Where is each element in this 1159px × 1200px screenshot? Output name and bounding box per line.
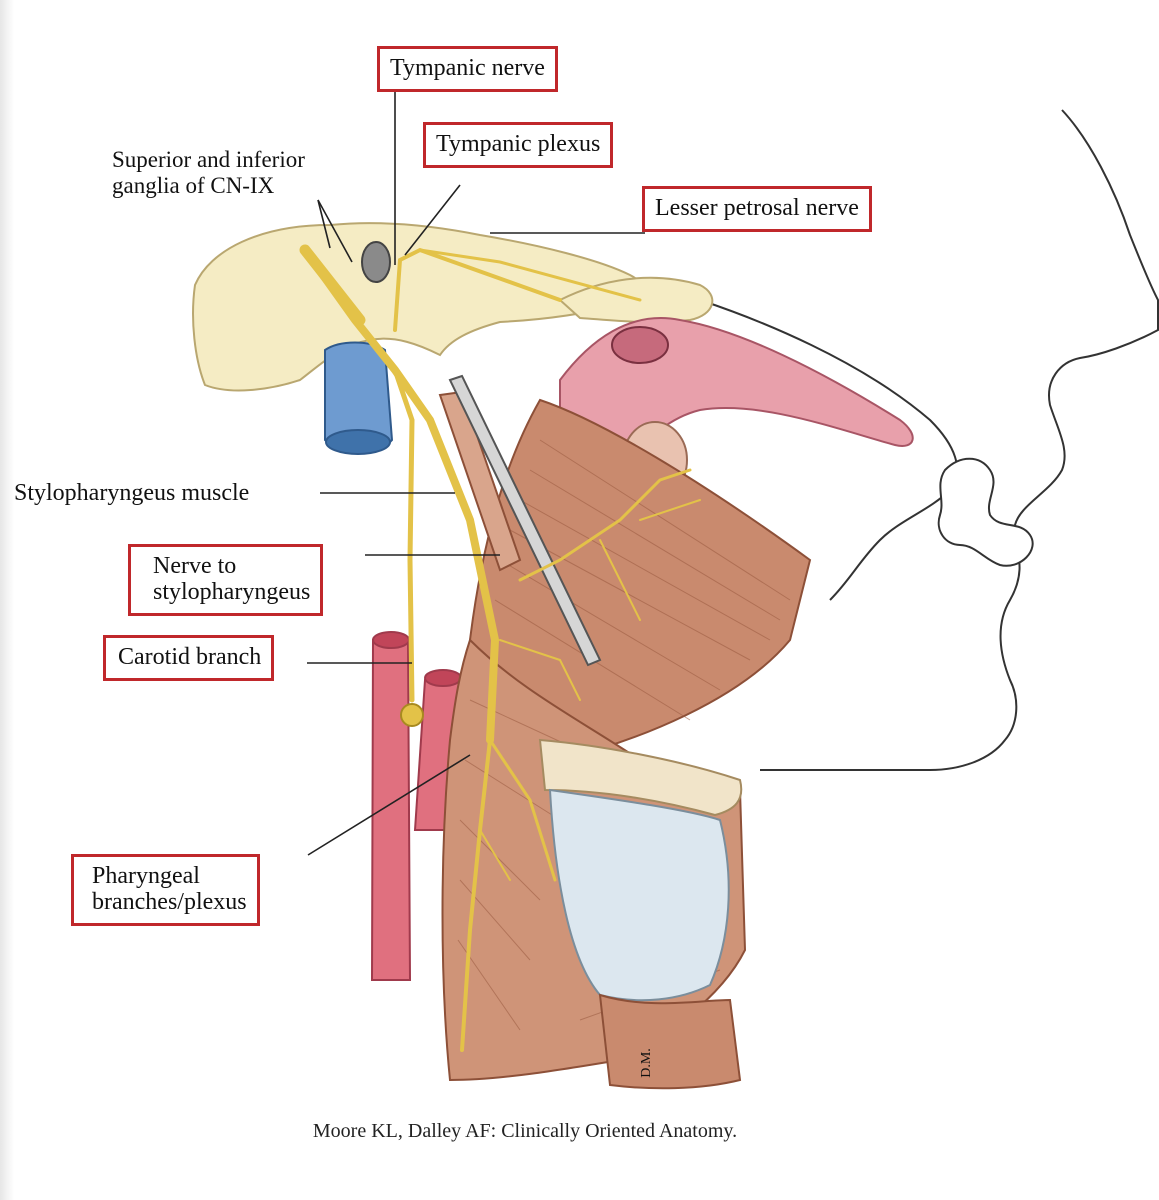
pharyngeal-branches-label: Pharyngeal branches/plexus: [71, 854, 260, 926]
carotid-branch-label: Carotid branch: [103, 635, 275, 681]
leader-lines: [307, 90, 645, 856]
ganglia-label: Superior and inferior ganglia of CN-IX: [112, 147, 305, 199]
lesser-petrosal-nerve-text: Lesser petrosal nerve: [655, 195, 859, 221]
face-profile-outline: [760, 109, 1159, 771]
artist-signature: D.M.: [634, 1048, 660, 1078]
tube-opening: [611, 326, 669, 364]
nerve-to-stylopharyngeus-label: Nerve to stylopharyngeus: [128, 544, 324, 616]
internal-carotid-artery: [370, 639, 412, 981]
glossopharyngeal-nerve: [299, 244, 701, 1052]
tympanic-nerve-label: Tympanic nerve: [377, 46, 558, 92]
lower-pharynx: [598, 993, 742, 1090]
nerve-to-line2: stylopharyngeus: [153, 579, 311, 605]
internal-carotid-lumen: [372, 631, 410, 649]
jugular-foramen: [361, 241, 391, 283]
external-carotid-lumen: [424, 669, 462, 687]
carotid-sinus-ganglion: [400, 703, 424, 727]
figure-credit: Moore KL, Dalley AF: Clinically Oriented…: [312, 1120, 738, 1142]
ganglia-label-line1: Superior and inferior: [112, 147, 305, 172]
nerve-to-line1: Nerve to: [153, 553, 237, 579]
jugular-vein-lumen: [325, 429, 391, 455]
pharyngeal-line1: Pharyngeal: [92, 863, 200, 889]
tympanic-plexus-label: Tympanic plexus: [423, 122, 614, 168]
lesser-petrosal-nerve-label: Lesser petrosal nerve: [642, 186, 872, 232]
temporal-bone: [192, 222, 642, 392]
page-edge-shade: [0, 0, 14, 1200]
ganglia-label-line2: ganglia of CN-IX: [112, 173, 275, 198]
tongue-outline: [937, 457, 1034, 567]
stylopharyngeus-muscle-shape: [438, 390, 522, 572]
pharyngeal-line2: branches/plexus: [92, 889, 247, 915]
tympanic-nerve-text: Tympanic nerve: [390, 55, 545, 81]
carotid-branch-text: Carotid branch: [118, 644, 262, 670]
thyroid-cartilage: [548, 788, 730, 1002]
stylopharyngeus-muscle-text: Stylopharyngeus muscle: [14, 480, 250, 506]
hyoid-membrane: [538, 738, 743, 817]
artist-signature-text: D.M.: [638, 1048, 654, 1078]
stylopharyngeus-muscle-label: Stylopharyngeus muscle: [14, 480, 249, 506]
tympanic-plexus-text: Tympanic plexus: [436, 131, 601, 157]
